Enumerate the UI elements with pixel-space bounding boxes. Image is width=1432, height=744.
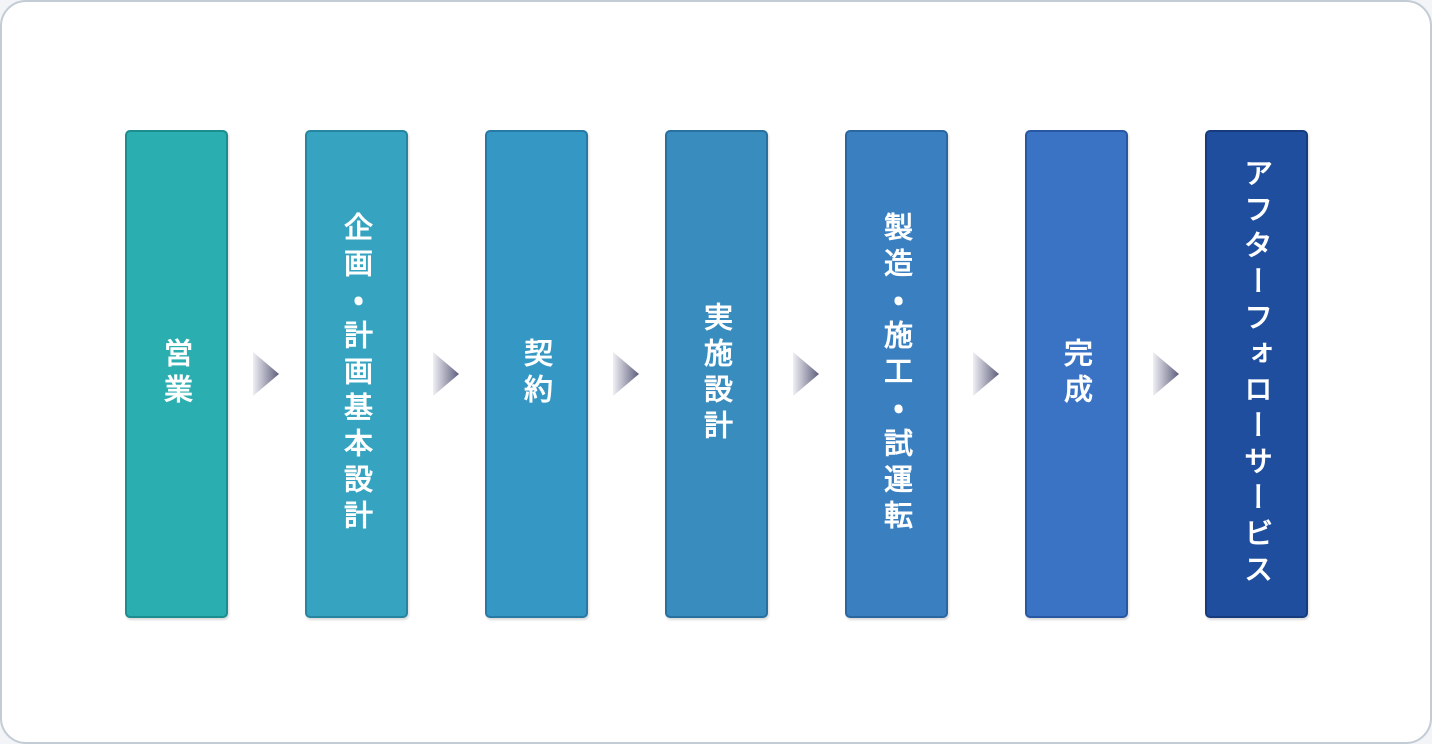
step-label: アフターフォローサービス (1239, 158, 1274, 590)
step-label: 営業 (159, 338, 194, 410)
arrow-right-icon (613, 352, 639, 396)
step-label: 契約 (519, 338, 554, 410)
step-bar-contract: 契約 (484, 130, 588, 618)
arrow-cell (228, 130, 305, 618)
step-bar-manufacture-construction-testrun: 製造・施工・試運転 (844, 130, 948, 618)
arrow-right-icon (253, 352, 279, 396)
step-label: 製造・施工・試運転 (879, 212, 914, 536)
arrow-right-icon (1153, 352, 1179, 396)
step-bar-sales: 営業 (124, 130, 228, 618)
arrow-cell (408, 130, 485, 618)
step-label: 企画・計画基本設計 (339, 212, 374, 536)
process-flow: 営業 企画・計画基本設計 契約 実施設計 製造・施工・試運転 (2, 130, 1430, 618)
arrow-cell (588, 130, 665, 618)
step-bar-planning-basic-design: 企画・計画基本設計 (304, 130, 408, 618)
arrow-cell (768, 130, 845, 618)
step-label: 完成 (1059, 338, 1094, 410)
arrow-right-icon (973, 352, 999, 396)
arrow-right-icon (433, 352, 459, 396)
step-bar-completion: 完成 (1024, 130, 1128, 618)
arrow-right-icon (793, 352, 819, 396)
step-label: 実施設計 (699, 302, 734, 446)
arrow-cell (948, 130, 1025, 618)
step-bar-after-follow-service: アフターフォローサービス (1204, 130, 1308, 618)
arrow-cell (1128, 130, 1205, 618)
step-bar-implementation-design: 実施設計 (664, 130, 768, 618)
